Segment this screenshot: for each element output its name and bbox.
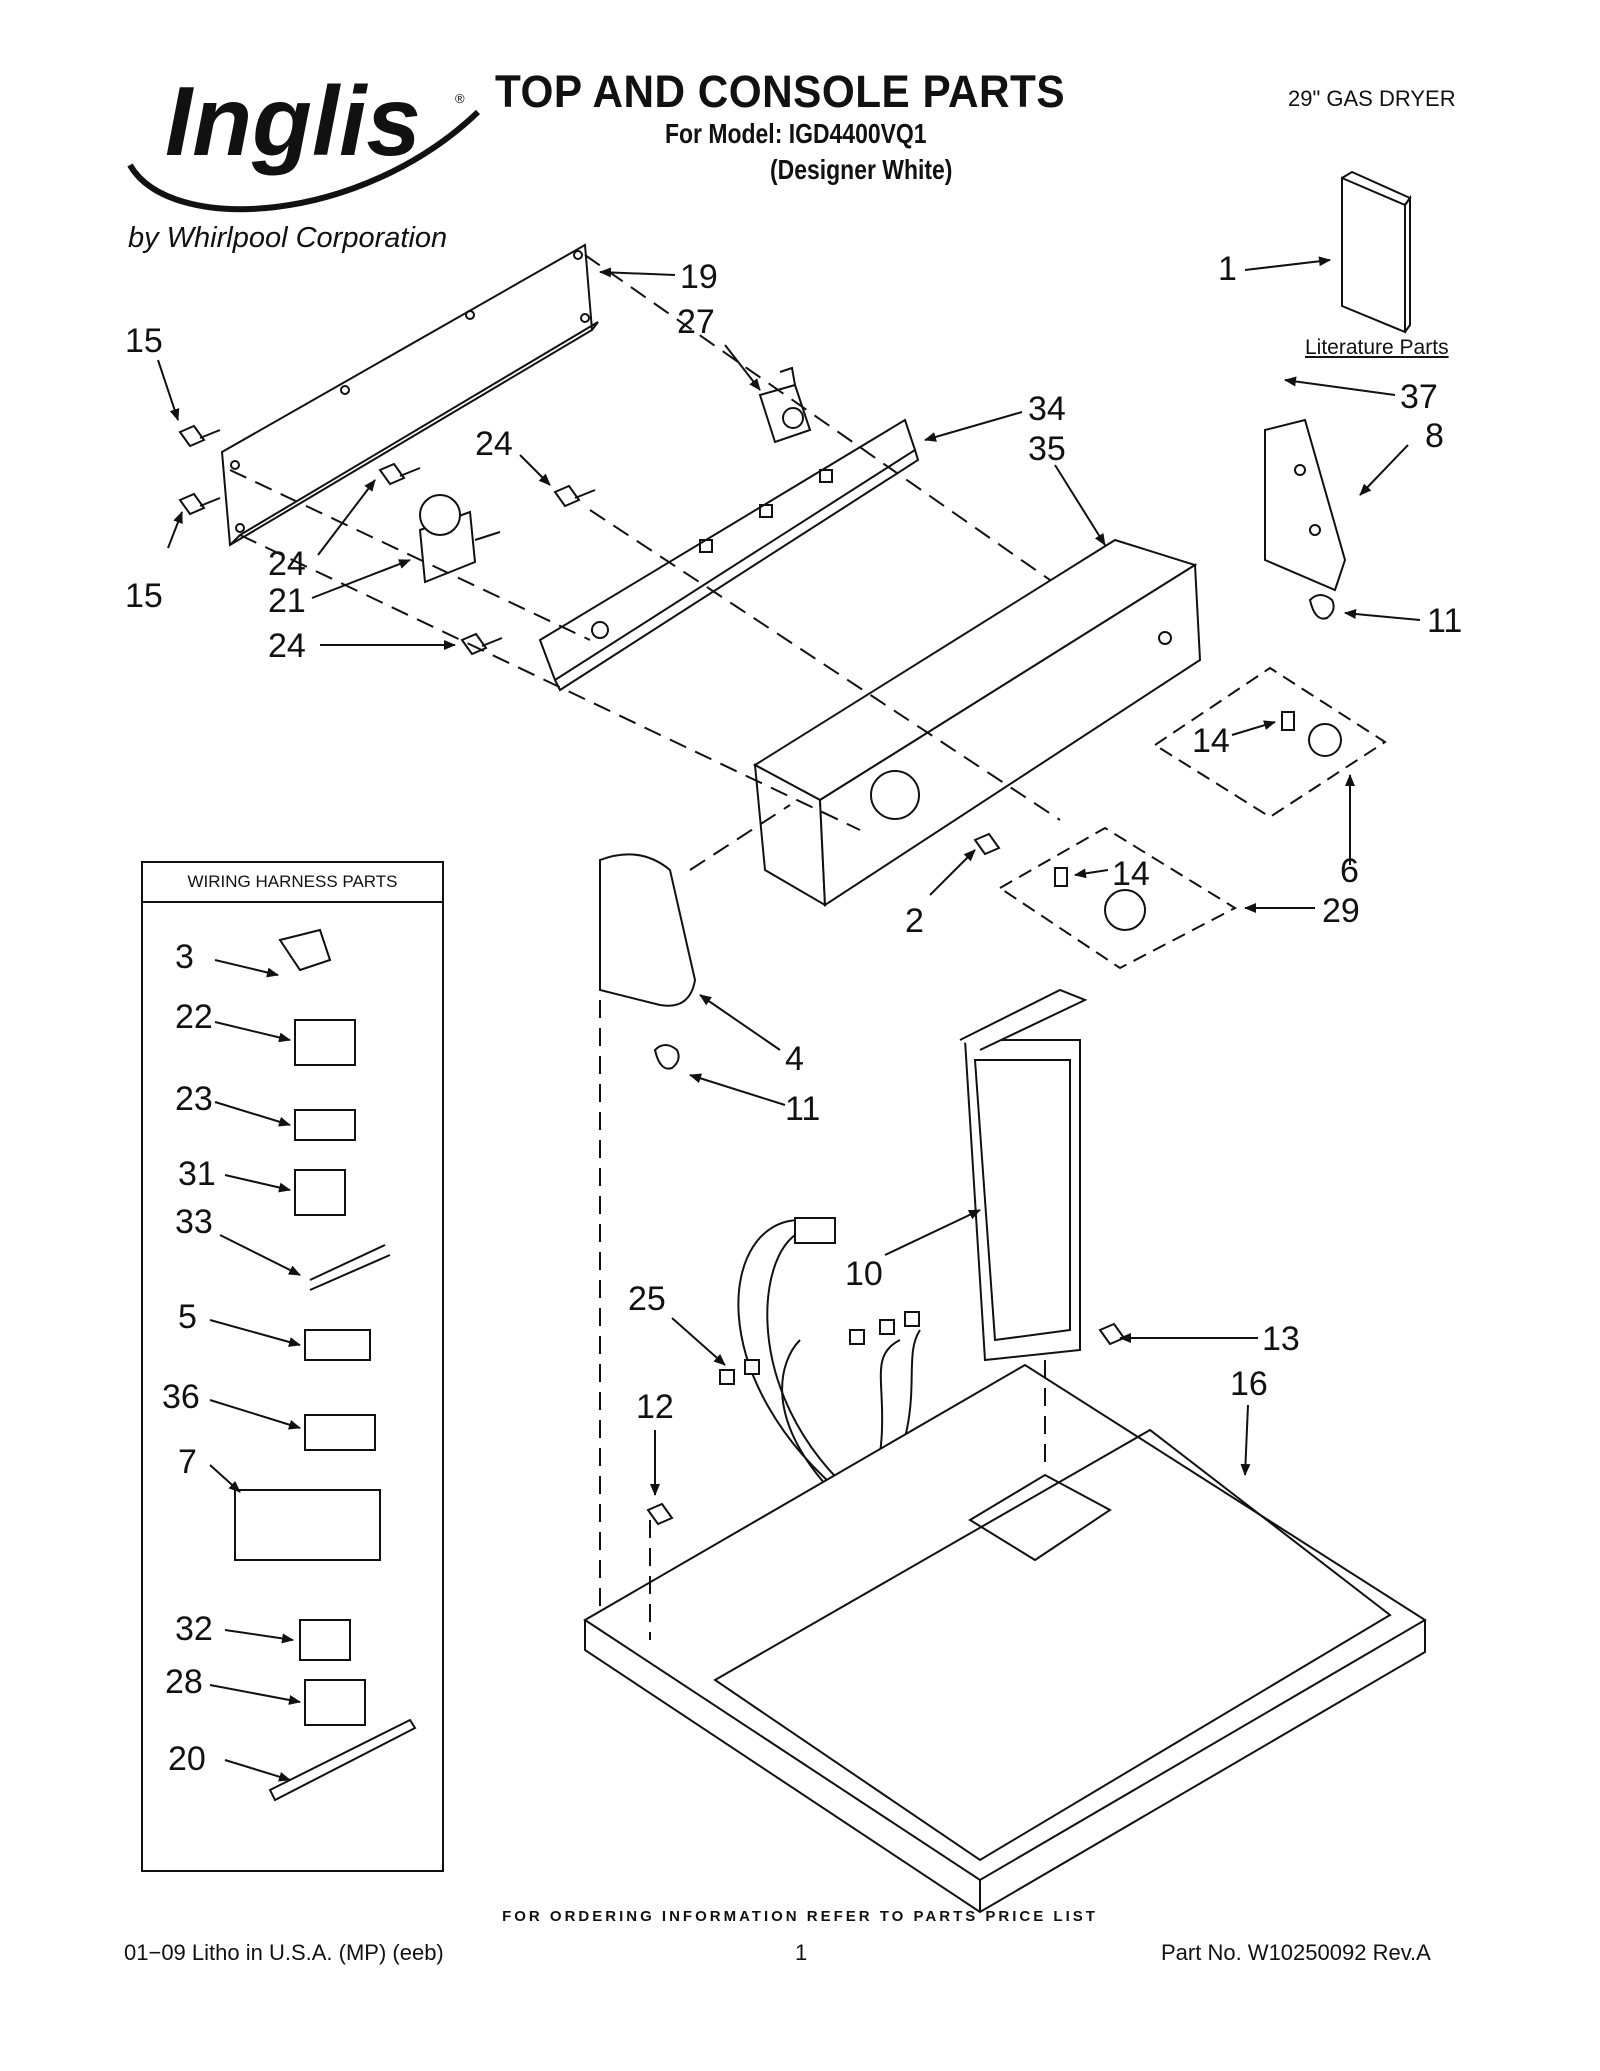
part-number: Part No. W10250092 Rev.A (1161, 1940, 1431, 1965)
callout-label: 5 (178, 1298, 197, 1336)
knob-assembly-part (1153, 666, 1387, 819)
callout-label: 2 (905, 902, 924, 940)
harness-connector-part (294, 1169, 346, 1216)
harness-connector-part (304, 1679, 366, 1726)
model-variant: (Designer White) (770, 154, 953, 185)
screw-part (1098, 1322, 1126, 1346)
callout-label: 36 (162, 1378, 200, 1416)
harness-connector-part (278, 928, 332, 972)
console-panel-part (753, 538, 1202, 907)
page-number: 1 (795, 1940, 808, 1965)
callout-label: 15 (125, 577, 163, 615)
harness-connector-part (234, 1489, 381, 1561)
lint-filter-part (959, 988, 1088, 1362)
callout-label: 27 (677, 303, 715, 341)
callout-label: 24 (268, 627, 306, 665)
callout-label: 35 (1028, 430, 1066, 468)
literature-parts-label: Literature Parts (1305, 336, 1449, 359)
inglis-logo: Inglis ® (127, 66, 481, 213)
callout-label: 24 (475, 425, 513, 463)
callout-label: 22 (175, 998, 213, 1036)
callout-label: 15 (125, 322, 163, 360)
wiring-harness-title: WIRING HARNESS PARTS (143, 863, 442, 903)
harness-terminal-part (309, 1244, 391, 1291)
harness-connector-part (304, 1414, 376, 1451)
harness-connector-part (299, 1619, 351, 1661)
ordering-notice: FOR ORDERING INFORMATION REFER TO PARTS … (502, 1908, 1098, 1925)
top-panel-part (583, 1363, 1427, 1914)
callout-label: 37 (1400, 378, 1438, 416)
screw-part (973, 832, 1001, 856)
control-panel-bracket-part (538, 418, 920, 692)
callout-label: 11 (785, 1090, 820, 1128)
rear-panel-bracket-part (220, 243, 599, 547)
callout-label: 25 (628, 1280, 666, 1318)
callout-label: 33 (175, 1203, 213, 1241)
page-title: TOP AND CONSOLE PARTS (495, 66, 1066, 117)
callout-label: 14 (1192, 722, 1230, 760)
callout-label: 32 (175, 1610, 213, 1648)
callout-label: 13 (1262, 1320, 1300, 1358)
harness-connector-part (294, 1109, 356, 1141)
callout-label: 12 (636, 1388, 674, 1426)
timer-switch-part (418, 494, 501, 584)
wiring-harness-panel: WIRING HARNESS PARTS (141, 861, 444, 1872)
callout-label: 1 (1218, 250, 1237, 288)
screw-part (178, 424, 221, 448)
timer-knob-assembly-part (998, 826, 1238, 970)
literature-booklet-part (1341, 170, 1412, 334)
product-type: 29" GAS DRYER (1288, 86, 1456, 111)
brand-wordmark: Inglis (165, 66, 421, 176)
callout-label: 3 (175, 938, 194, 976)
callout-label: 21 (268, 582, 306, 620)
cycle-selector-part (758, 366, 812, 444)
alignment-lines (229, 254, 1061, 1640)
callout-label: 16 (1230, 1365, 1268, 1403)
callout-label: 8 (1425, 417, 1444, 455)
harness-clip-part (1308, 594, 1335, 620)
registered-mark: ® (455, 91, 465, 106)
harness-clip-part (653, 1044, 680, 1070)
screw-part (178, 492, 221, 516)
callout-label: 20 (168, 1740, 206, 1778)
callout-label: 19 (680, 258, 718, 296)
callout-label: 6 (1340, 852, 1359, 890)
screw-part (378, 462, 421, 486)
console-end-cap-part (599, 853, 697, 1007)
harness-connector-part (294, 1019, 356, 1066)
callout-label: 31 (178, 1155, 216, 1193)
callout-label: 7 (178, 1443, 197, 1481)
callout-label: 11 (1427, 602, 1462, 640)
harness-connector-part (304, 1329, 371, 1361)
model-number: For Model: IGD4400VQ1 (665, 118, 927, 149)
right-end-cap-part (1264, 418, 1347, 592)
callout-label: 23 (175, 1080, 213, 1118)
callout-label: 29 (1322, 892, 1360, 930)
cable-tie-part (268, 1718, 417, 1802)
callout-label: 14 (1112, 855, 1150, 893)
print-info: 01−09 Litho in U.S.A. (MP) (eeb) (124, 1940, 444, 1965)
callout-label: 34 (1028, 390, 1066, 428)
callout-labels: 1 19 27 15 15 24 24 21 24 34 35 37 8 11 … (125, 250, 1462, 1778)
callout-label: 28 (165, 1663, 203, 1701)
brand-byline: by Whirlpool Corporation (128, 222, 448, 254)
leader-arrows (157, 256, 1421, 1782)
callout-label: 24 (268, 545, 306, 583)
bracket-part (646, 1502, 674, 1526)
screw-part (553, 484, 596, 508)
callout-label: 4 (785, 1040, 804, 1078)
callout-label: 10 (845, 1255, 883, 1293)
